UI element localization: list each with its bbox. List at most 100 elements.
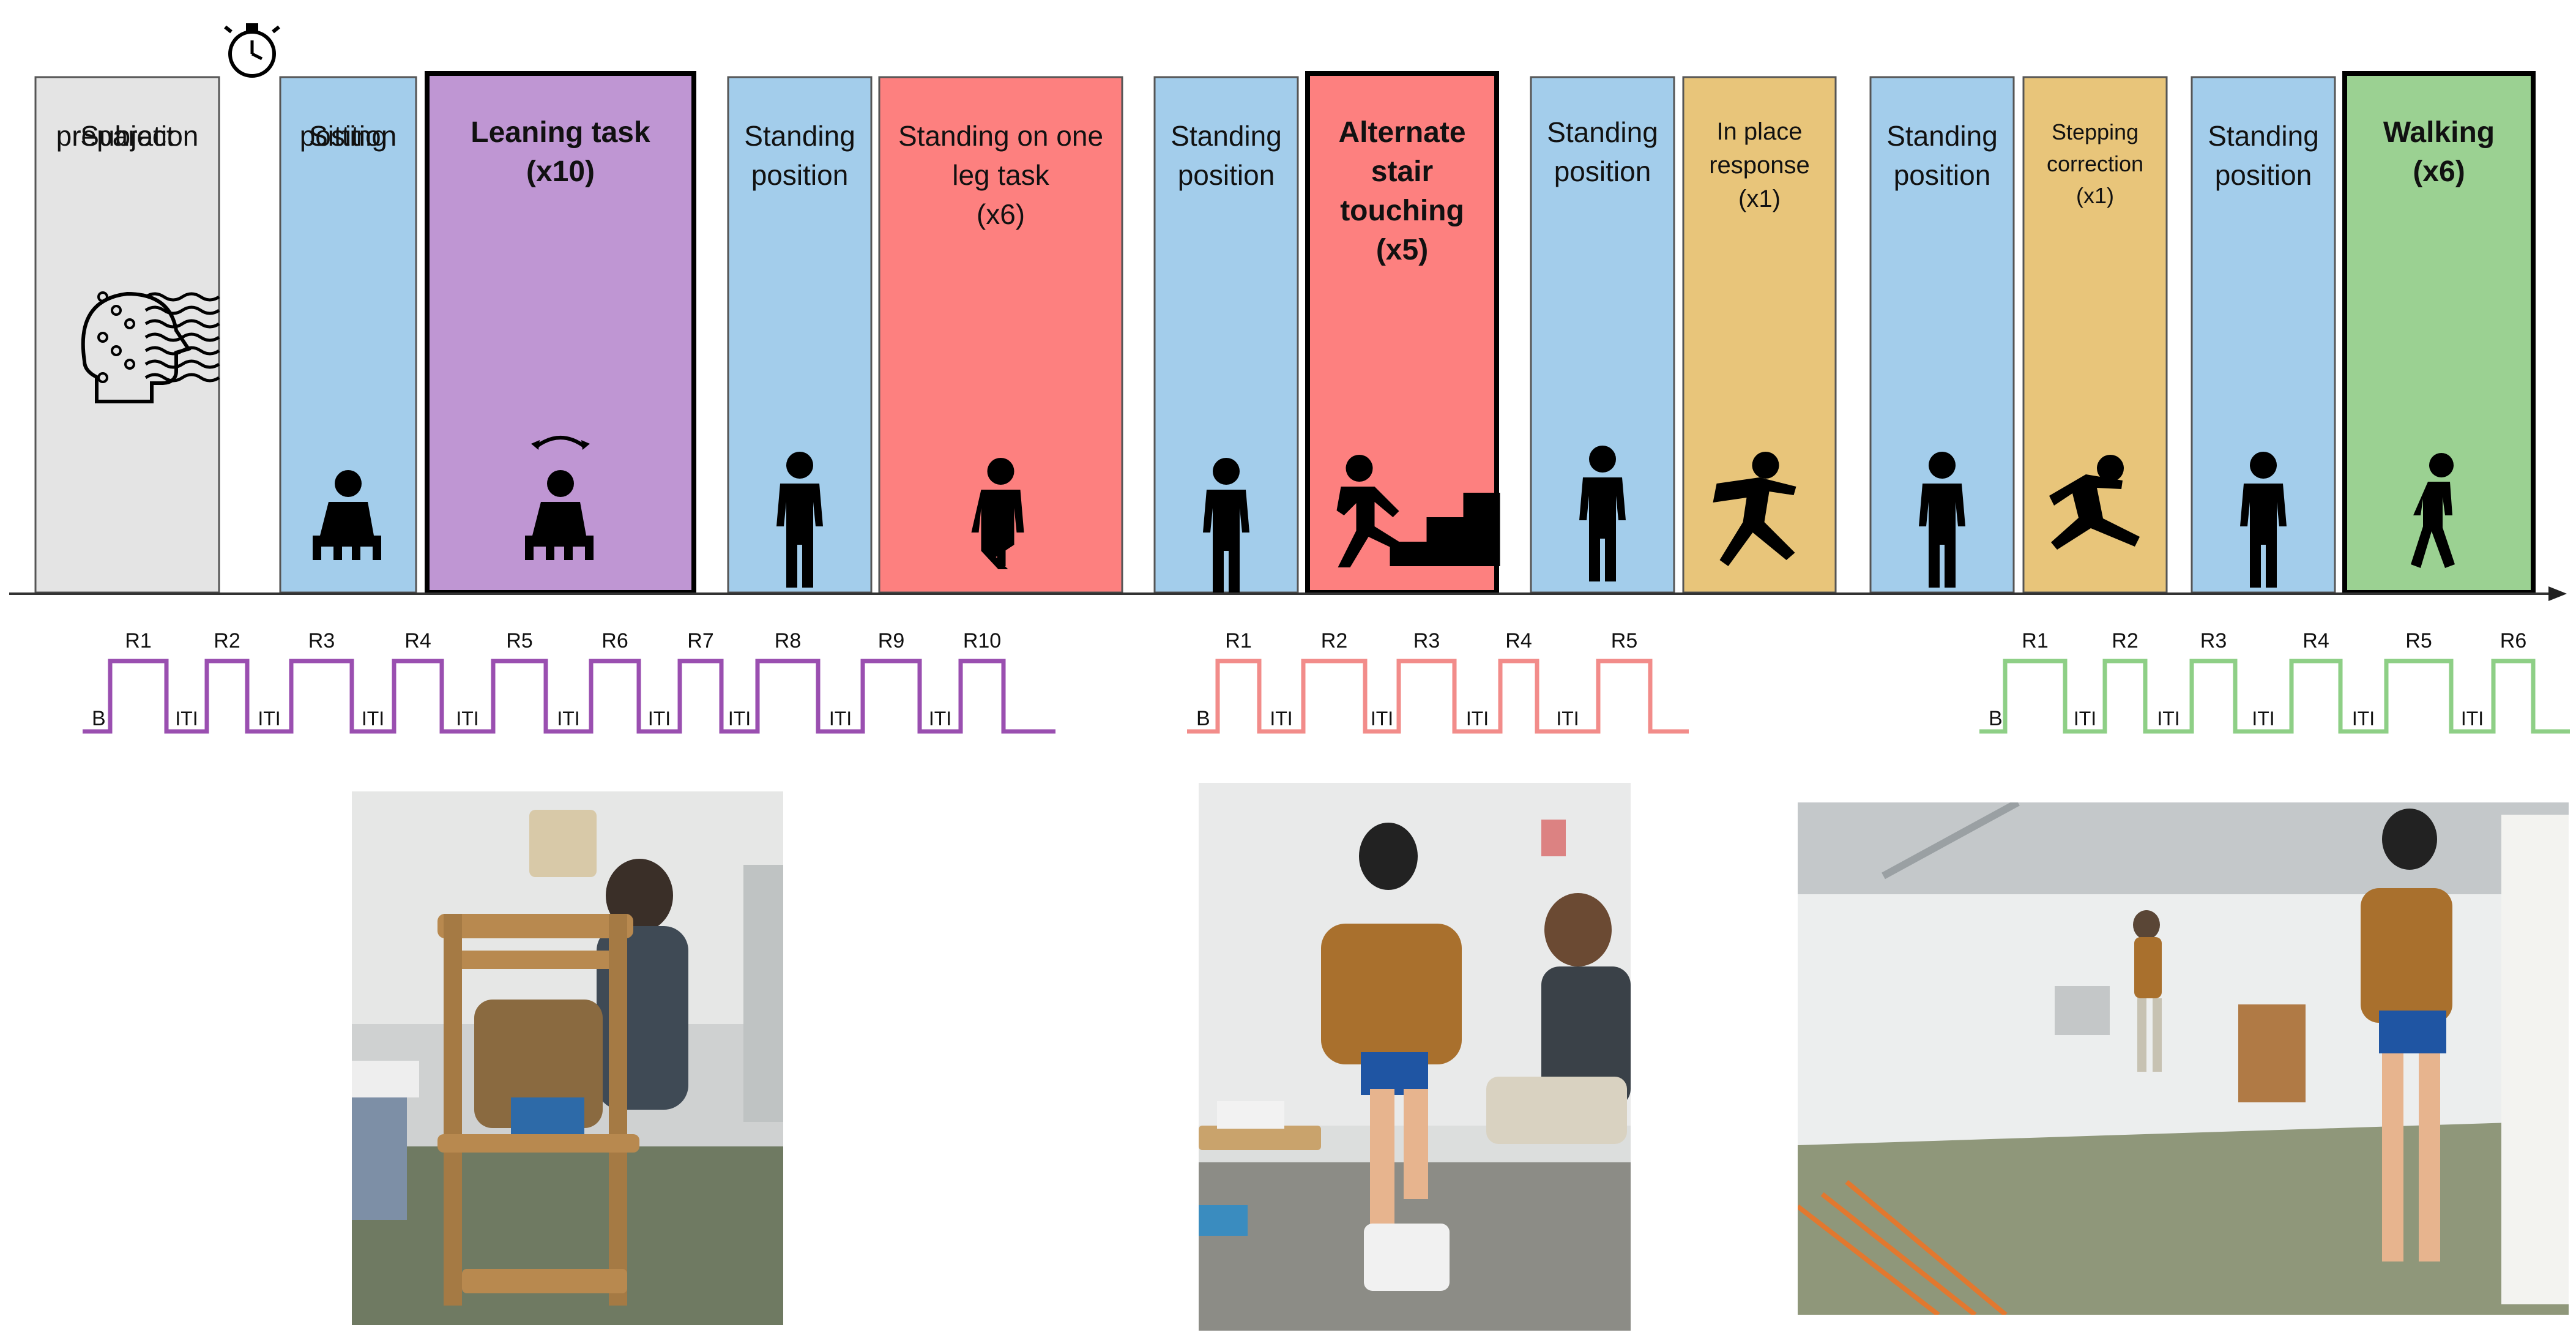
phase-label: (x10) <box>526 155 595 188</box>
repetition-label: R2 <box>214 629 240 652</box>
phase-label: touching <box>1340 195 1464 227</box>
repetition-label: R9 <box>878 629 904 652</box>
standing-person-icon <box>2240 452 2287 588</box>
phase-label: (x5) <box>1376 234 1428 266</box>
signal-trace <box>1979 659 2570 734</box>
repetition-label: R5 <box>1611 629 1637 652</box>
phase-label: Standing <box>1886 120 1998 152</box>
phase-label: Standing on one <box>898 120 1103 152</box>
phase-stand3: Standing position <box>1530 76 1675 594</box>
iti-label: ITI <box>557 708 579 730</box>
repetition-label: R2 <box>1321 629 1347 652</box>
repetition-label: R2 <box>2112 629 2138 652</box>
phase-stand4: Standing position <box>1869 76 2015 594</box>
phase-stand5: Standing position <box>2191 76 2336 594</box>
walking-person-icon <box>2411 453 2455 568</box>
phase-label: In place <box>1716 118 1802 145</box>
repetition-label: R5 <box>506 629 532 652</box>
repetition-label: R1 <box>1225 629 1251 652</box>
phase-label: position <box>2215 159 2312 191</box>
baseline-label: B <box>92 707 106 730</box>
phase-lean: Leaning task (x10) <box>425 71 696 595</box>
phase-label: correction <box>2047 151 2143 176</box>
repetition-label: R4 <box>1505 629 1532 652</box>
iti-label: ITI <box>175 708 198 730</box>
iti-label: ITI <box>929 708 951 730</box>
phase-label: Standing <box>1171 120 1282 152</box>
repetition-label: R1 <box>2022 629 2048 652</box>
phase-label: Standing <box>744 120 855 152</box>
iti-label: ITI <box>362 708 384 730</box>
repetition-label: R7 <box>687 629 713 652</box>
signal-trace <box>83 659 1055 734</box>
baseline-label: B <box>1989 707 2003 730</box>
head-eeg-icon <box>81 291 220 403</box>
iti-label: ITI <box>648 708 671 730</box>
repetition-label: R3 <box>2200 629 2227 652</box>
phase-label: position <box>300 120 397 152</box>
phase-label: response <box>1709 152 1810 179</box>
phase-stepcorr: Stepping correction (x1) <box>2022 76 2168 594</box>
repetition-label: R3 <box>308 629 335 652</box>
repetition-label: R4 <box>2302 629 2329 652</box>
phase-label: stair <box>1371 155 1433 188</box>
iti-label: ITI <box>1270 708 1292 730</box>
leaning-trial-signal: BR1ITIR2ITIR3ITIR4ITIR5ITIR6ITIR7ITIR8IT… <box>83 629 1055 734</box>
phase-label: Standing <box>2208 120 2319 152</box>
phase-stand2: Standing position <box>1153 76 1299 594</box>
standing-person-icon <box>776 452 823 588</box>
iti-label: ITI <box>2461 708 2484 730</box>
phase-walk: Walking (x6) <box>2342 71 2536 595</box>
leaning-task-photo <box>352 791 783 1325</box>
timeline-arrowhead <box>2548 586 2567 601</box>
falling-person-icon <box>2049 455 2140 550</box>
repetition-label: R10 <box>963 629 1001 652</box>
phase-label: (x6) <box>2413 155 2465 188</box>
phase-label: Stepping <box>2052 119 2139 144</box>
leaning-person-icon <box>525 436 594 560</box>
phase-label: (x1) <box>1738 185 1781 212</box>
phase-label: Leaning task <box>471 116 650 149</box>
iti-label: ITI <box>2074 708 2096 730</box>
phase-stair: Alternate stair touching (x5) <box>1305 71 1500 595</box>
iti-label: ITI <box>728 708 751 730</box>
iti-label: ITI <box>2352 708 2375 730</box>
walking-task-photo <box>1798 802 2569 1315</box>
phase-label: (x1) <box>2076 183 2114 208</box>
repetition-label: R6 <box>2500 629 2526 652</box>
repetition-label: R3 <box>1413 629 1440 652</box>
signal-trace <box>1187 659 1689 734</box>
kicking-person-icon <box>1713 452 1796 566</box>
standing-person-icon <box>1203 458 1249 594</box>
standing-person-icon <box>1919 452 1965 588</box>
phase-stand1: Standing position <box>727 76 873 594</box>
iti-label: ITI <box>258 708 280 730</box>
repetition-label: R4 <box>404 629 431 652</box>
iti-label: ITI <box>1371 708 1393 730</box>
phase-label: position <box>1894 159 1991 191</box>
phase-label: position <box>751 159 849 191</box>
phase-label: position <box>1178 159 1275 191</box>
phase-label: leg task <box>952 159 1050 191</box>
sitting-person-icon <box>313 470 381 560</box>
phase-label: Sitting <box>309 120 387 152</box>
repetition-label: R1 <box>125 629 151 652</box>
iti-label: ITI <box>1556 708 1579 730</box>
phase-oneleg: Standing on one leg task (x6) <box>878 76 1123 594</box>
phase-label: Walking <box>2383 116 2495 149</box>
phase-label: Standing <box>1547 116 1658 148</box>
phase-inplace: In place response (x1) <box>1682 76 1837 594</box>
stopwatch-icon <box>224 23 280 78</box>
phase-label: preparation <box>56 120 199 152</box>
phase-label: Alternate <box>1338 116 1465 149</box>
phase-label: (x6) <box>977 198 1025 230</box>
phase-label: position <box>1554 155 1651 187</box>
repetition-label: R8 <box>775 629 801 652</box>
iti-label: ITI <box>829 708 852 730</box>
repetition-label: R5 <box>2405 629 2432 652</box>
